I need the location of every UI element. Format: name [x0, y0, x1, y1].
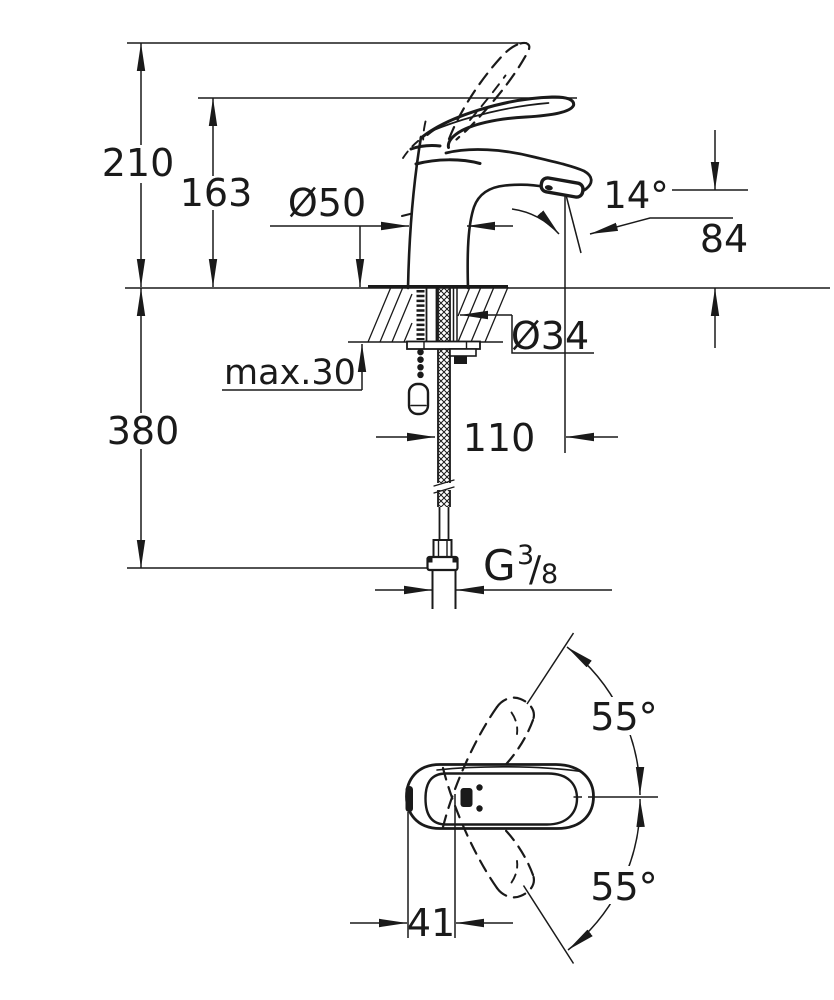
- shank-tube: [425, 288, 438, 341]
- flange-tab: [449, 348, 477, 357]
- handle-left-notch: [405, 786, 413, 812]
- mounting-flange: [406, 340, 481, 350]
- nut-corner-right: [452, 557, 458, 563]
- flange-ticks: [423, 341, 468, 349]
- upper-55-ray: [526, 632, 575, 705]
- label-backings: [99, 145, 248, 449]
- flange-tab-dark: [454, 356, 467, 364]
- fitting-ticks: [437, 541, 448, 556]
- shank-right-strip: [452, 288, 458, 341]
- handle-swung-down-dashed: [441, 766, 535, 899]
- top-view-labels: 55° 55° 41: [407, 695, 658, 945]
- lever-crease: [432, 102, 550, 132]
- spout-angle-construction: [511, 194, 582, 453]
- top-view: 55° 55° 41: [350, 632, 661, 964]
- svg-text:G: G: [483, 541, 516, 590]
- connector-nut: [426, 555, 459, 572]
- body-left-edge: [406, 135, 423, 290]
- front-view: 210 163 Ø50 14° 84 Ø34 max.30 380 110 G …: [99, 41, 830, 609]
- aerator: [539, 176, 585, 199]
- body-right-edge-spout-underside: [466, 183, 547, 290]
- dim-210-label: 210: [102, 141, 175, 185]
- dim-14-under-leader: [589, 217, 733, 235]
- handle-dot-bottom: [476, 805, 483, 812]
- dim-41-label: 41: [407, 901, 455, 945]
- lower-55-ray: [522, 885, 575, 964]
- handle-swung-up-dashed: [441, 696, 535, 829]
- handle-dark-mark: [460, 788, 473, 807]
- dim-110-label: 110: [463, 416, 536, 460]
- dim-d50-label: Ø50: [288, 181, 366, 225]
- handle-dot-top: [476, 784, 483, 791]
- handle-top-edge-double: [436, 765, 582, 773]
- thread-tube: [431, 570, 457, 609]
- braid-hose-lower-edges: [437, 490, 451, 507]
- hose-fitting: [432, 539, 453, 558]
- hatch-left: [367, 286, 413, 343]
- svg-text:/: /: [529, 549, 542, 590]
- svg-text:8: 8: [541, 559, 558, 590]
- lever-outline: [419, 95, 576, 149]
- dim-max30-label: max.30: [224, 353, 356, 393]
- hinge-line: [409, 144, 442, 151]
- dim-d34-label: Ø34: [511, 314, 589, 358]
- braid-hose-lower: [438, 490, 450, 507]
- faucet-outline: [401, 95, 593, 290]
- braid-hose-upper-edges: [437, 288, 451, 483]
- base-tick: [401, 212, 413, 217]
- body-seam: [414, 158, 482, 166]
- nut-corner-left: [427, 557, 433, 563]
- dim-84-label: 84: [700, 217, 748, 261]
- plain-tube: [438, 507, 450, 540]
- dim-163-label: 163: [180, 171, 253, 215]
- pop-up-chain: [407, 348, 430, 416]
- top-view-construction: [350, 632, 658, 964]
- dim-380-label: 380: [107, 409, 180, 453]
- handle-inner-outline: [424, 772, 579, 826]
- handle-top-view: [405, 763, 595, 830]
- front-view-labels: 210 163 Ø50 14° 84 Ø34 max.30 380 110 G …: [102, 141, 748, 590]
- reference-lines: [125, 42, 830, 569]
- dim-d34-leader: [511, 315, 594, 354]
- svg-text:3: 3: [517, 540, 534, 571]
- angle-arc-arrow: [511, 208, 560, 235]
- stream-angled-line: [565, 194, 582, 254]
- top-view-label-backings: [589, 697, 661, 904]
- dim-g38-label: G 3 / 8: [483, 540, 558, 590]
- dim-55-upper-label: 55°: [590, 695, 657, 739]
- chain-weight: [407, 382, 430, 416]
- dim-14-label: 14°: [603, 174, 669, 217]
- shank-and-hose: [406, 288, 481, 609]
- dim-55-lower-label: 55°: [590, 865, 657, 909]
- braid-hose-upper: [438, 288, 450, 483]
- raised-handle-dashed: [402, 41, 531, 159]
